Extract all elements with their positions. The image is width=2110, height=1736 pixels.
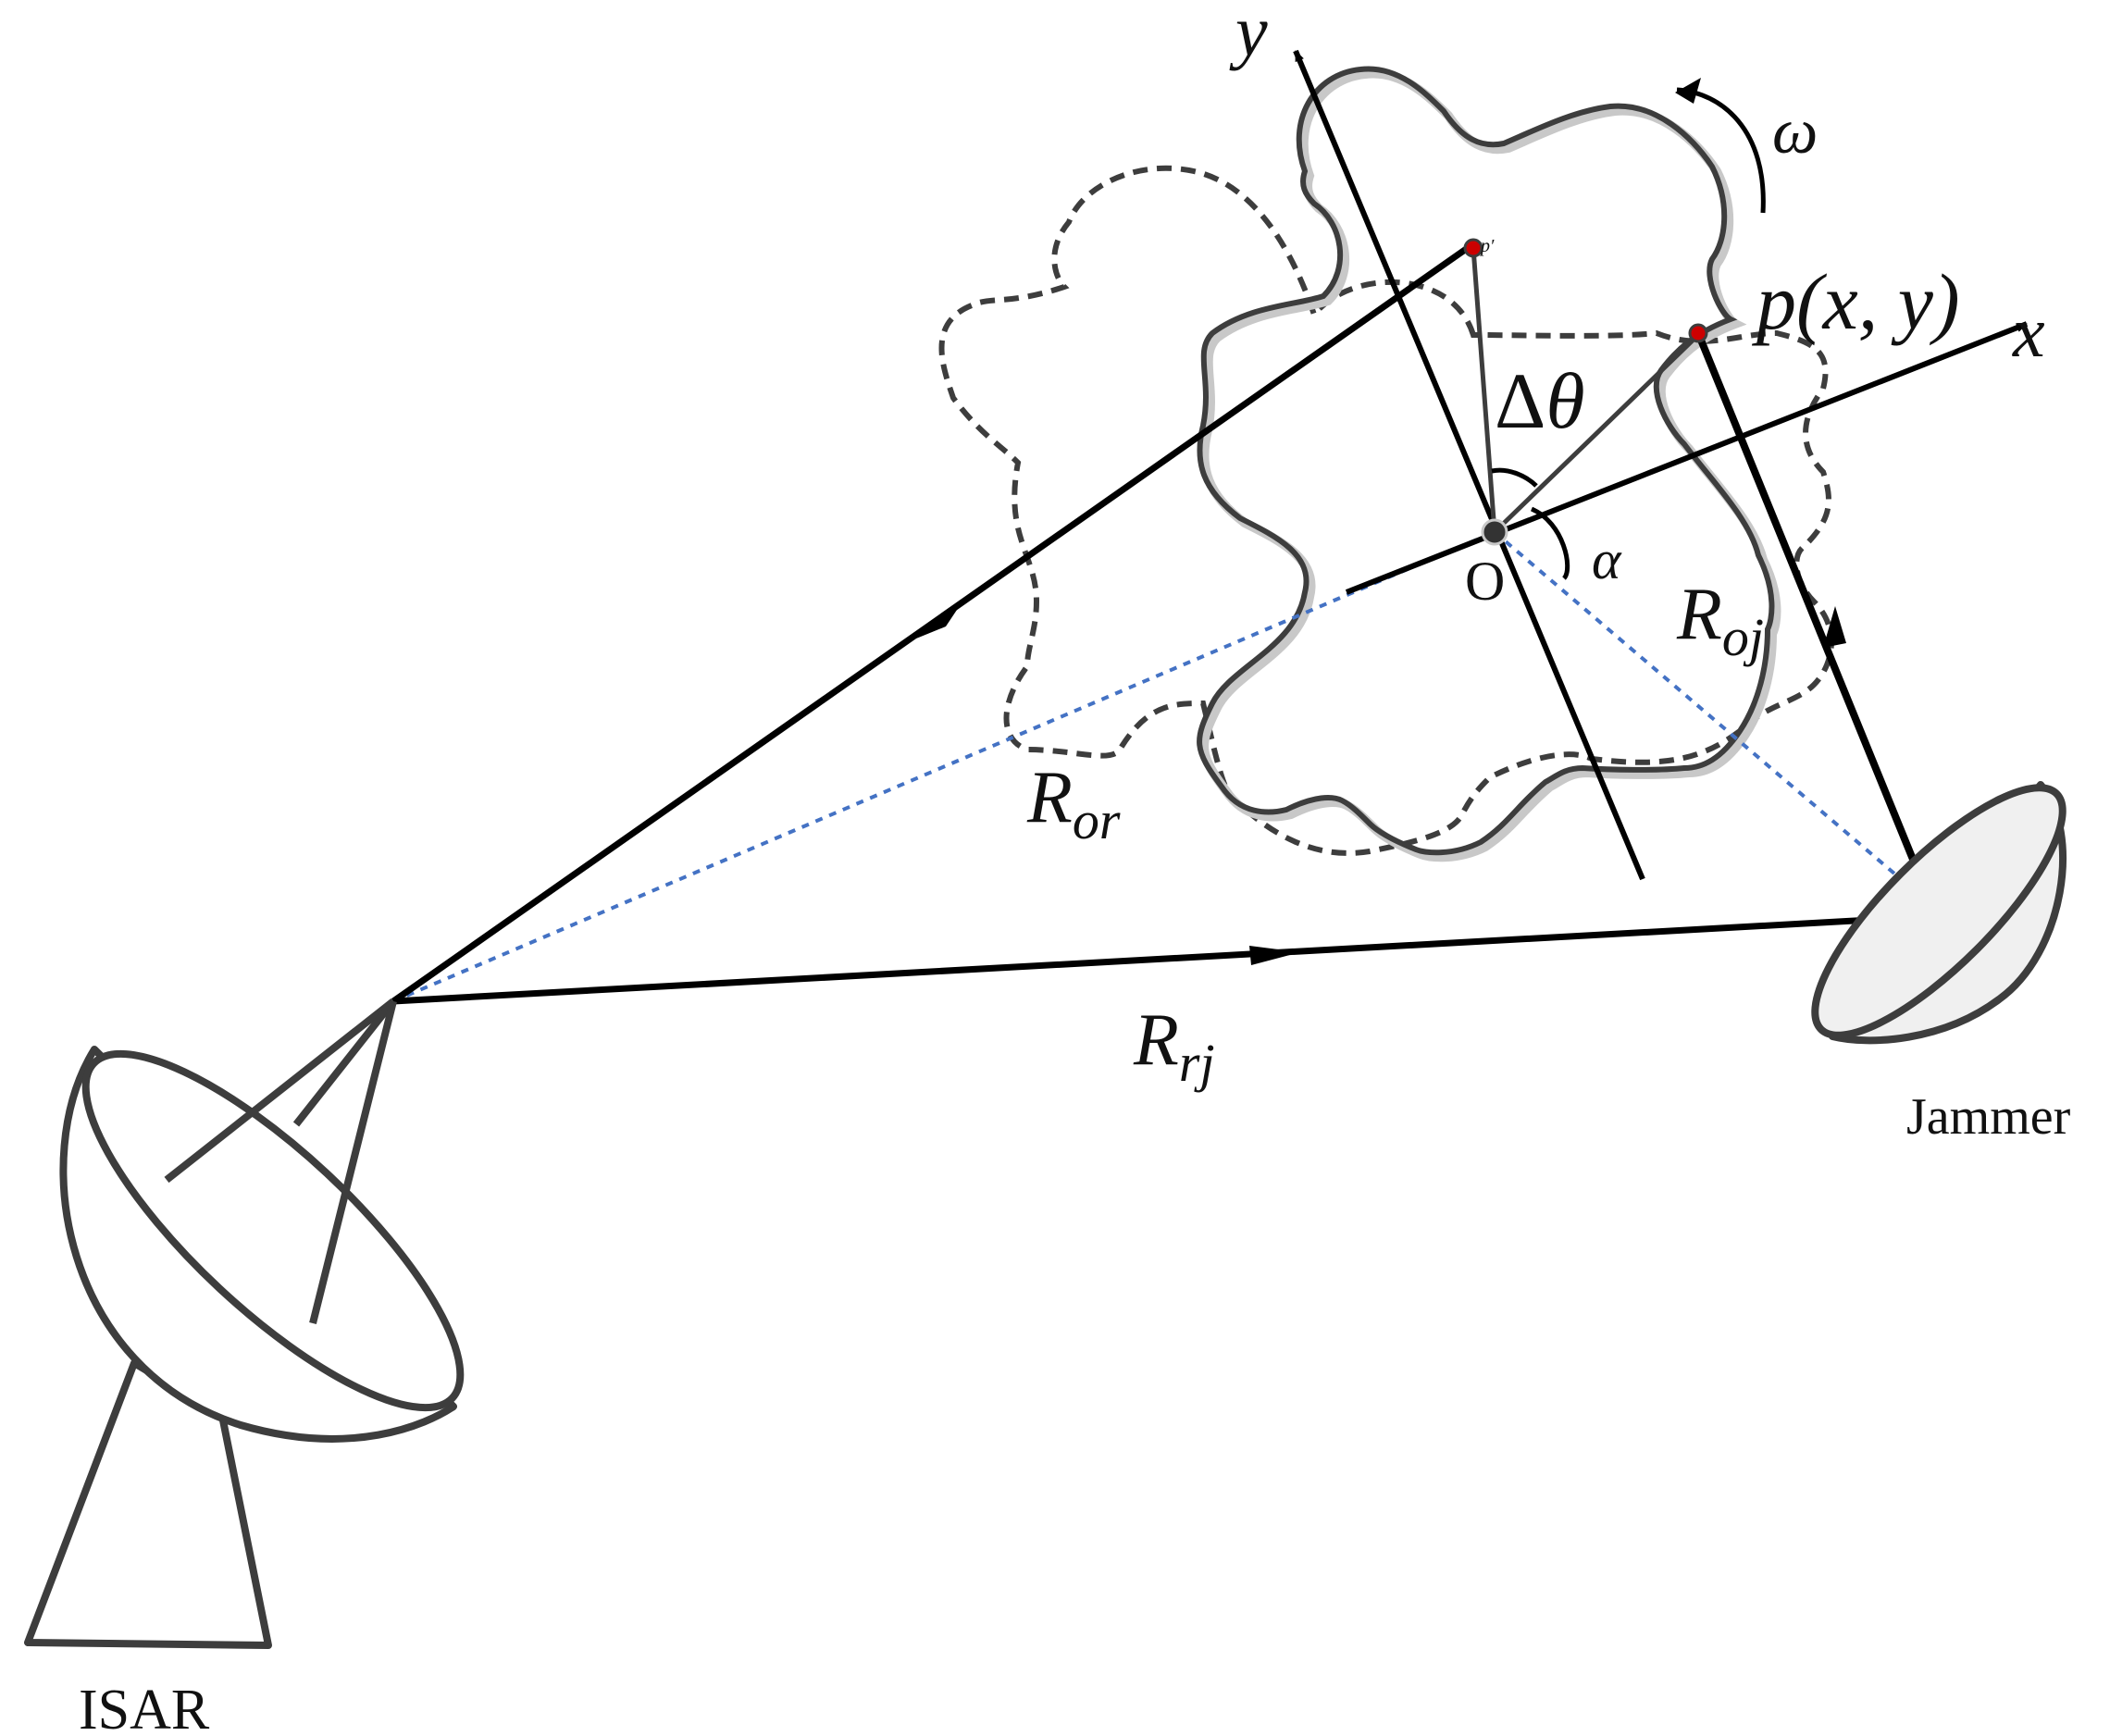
label-r-rj: Rrj: [1133, 999, 1215, 1093]
path-p-prime-to-radar: [391, 242, 1474, 1004]
point-p-name: p: [1751, 257, 1796, 346]
r-or-main: R: [1026, 757, 1073, 838]
x-axis: [1345, 321, 2029, 595]
point-origin: [1481, 518, 1508, 546]
path-radar-to-jammer: [392, 912, 1940, 1005]
label-axis-y: y: [1229, 0, 1268, 71]
arrow-radar-to-jammer: [1249, 946, 1300, 965]
point-p: [1688, 323, 1708, 343]
label-omega: ω: [1772, 96, 1818, 167]
target-outline-solid: [1197, 66, 1781, 862]
label-axis-x: x: [2012, 291, 2045, 372]
r-rj-subscript: rj: [1179, 1033, 1215, 1093]
line-origin-to-p-prime: [1471, 247, 1497, 533]
line-origin-to-p: [1493, 333, 1700, 534]
theta-symbol: θ: [1545, 356, 1584, 445]
label-jammer: Jammer: [1906, 1088, 2071, 1146]
label-r-oj: Roj: [1676, 574, 1764, 667]
isar-radar-icon: [24, 998, 465, 1649]
label-delta-theta: Δθ: [1495, 356, 1585, 445]
label-r-or: Ror: [1026, 757, 1121, 850]
rotation-arrowhead: [1675, 78, 1701, 104]
r-rj-main: R: [1133, 999, 1179, 1081]
delta-symbol: Δ: [1495, 356, 1545, 445]
path-jammer-to-p: [1694, 331, 1938, 913]
arrow-p-prime-to-radar: [916, 604, 961, 639]
arrow-jammer-to-p: [1823, 606, 1846, 648]
arc-alpha: [1530, 506, 1570, 580]
point-p-coords: (x, y): [1796, 257, 1960, 346]
label-point-p-prime: p′: [1479, 236, 1495, 256]
jammer-dish-icon: [1811, 781, 2067, 1045]
target-outline-dashed: [938, 165, 1834, 856]
dotted-line-radar-to-origin: [392, 530, 1496, 1003]
r-or-subscript: or: [1073, 790, 1121, 850]
arc-delta-theta: [1491, 467, 1538, 488]
r-oj-subscript: oj: [1722, 607, 1764, 667]
y-axis: [1293, 49, 1645, 881]
label-isar: ISAR: [79, 1679, 210, 1736]
point-p-prime: [1463, 238, 1483, 258]
r-oj-main: R: [1676, 574, 1722, 655]
label-point-p: p(x, y): [1751, 257, 1960, 346]
label-alpha: α: [1592, 529, 1622, 590]
label-origin: O: [1465, 551, 1505, 612]
